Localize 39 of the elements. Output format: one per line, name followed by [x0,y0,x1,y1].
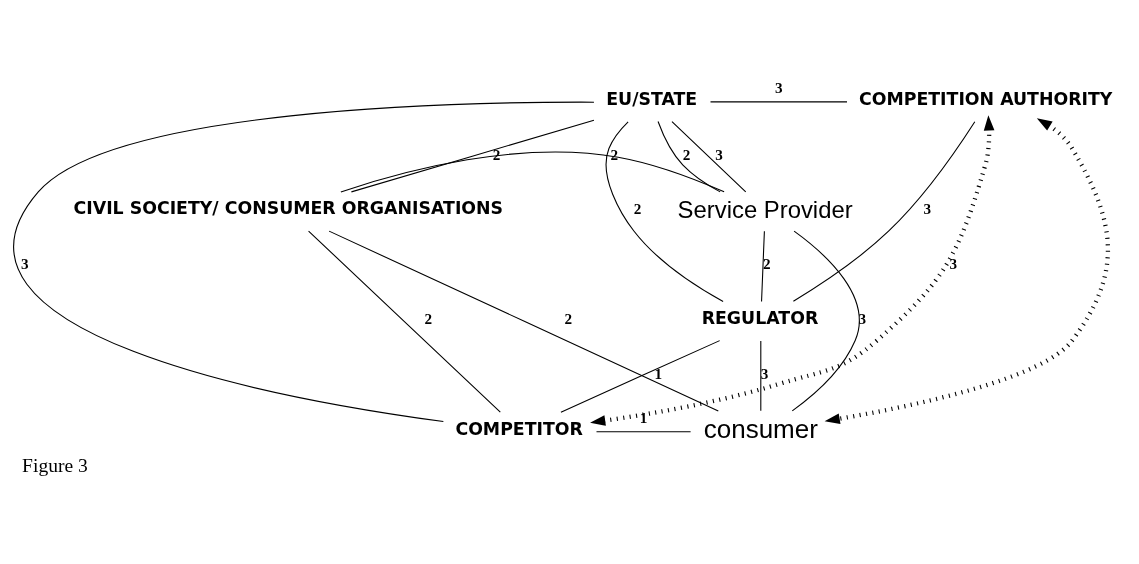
arrow [824,117,1110,424]
edge-label: 3 [858,309,867,327]
edge-label: 3 [20,254,29,272]
edge-label: 2 [762,254,771,272]
connector [340,151,725,192]
edge-label: 2 [424,309,433,327]
node-text: EU/STATE [606,88,698,109]
edge-label: 2 [564,309,573,327]
edge-label: 3 [923,199,932,217]
connector [792,120,976,302]
edge-label: 2 [633,199,642,217]
connector [791,230,860,411]
node-text: COMPETITION AUTHORITY [858,88,1113,109]
connector [710,100,848,102]
connector [328,230,719,411]
edge-label: 3 [774,78,783,96]
arrow [590,114,995,426]
edge-label: 3 [949,254,958,272]
connector [308,230,501,413]
edge-label: 1 [639,408,648,426]
connector [671,120,747,192]
connector [605,120,724,302]
edge-label: 2 [682,145,691,163]
node-text: CIVIL SOCIETY/ CONSUMER ORGANISATIONS [73,197,504,218]
connector [595,430,692,432]
node-text: consumer [703,413,818,444]
connector [657,120,721,192]
node-text: COMPETITOR [455,418,583,439]
edge-label: 3 [715,145,723,163]
edge-label: 3 [760,364,769,382]
caption: Figure 3 [22,454,88,476]
edge-label: 1 [654,364,663,382]
connector [13,101,595,422]
connector [350,119,595,192]
node-text: Service Provider [677,195,853,223]
node-text: REGULATOR [701,307,819,328]
connector [760,339,762,411]
connector [761,230,765,302]
connector [560,339,721,413]
